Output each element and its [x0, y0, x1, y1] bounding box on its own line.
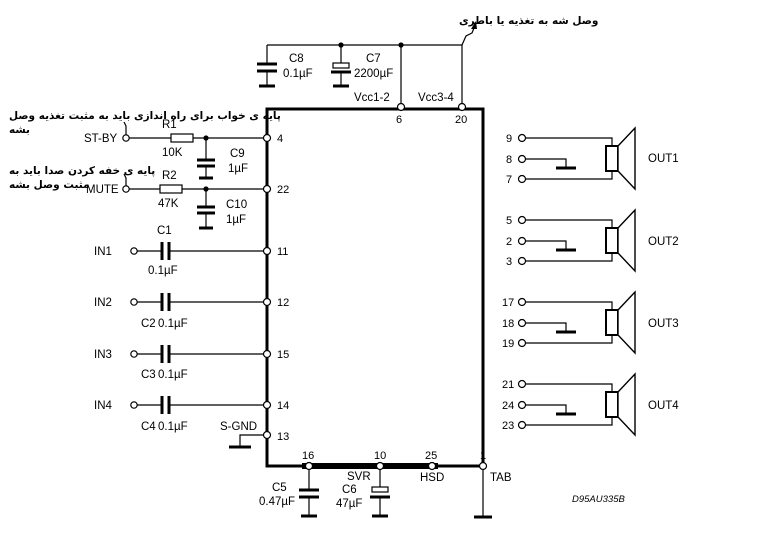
c4-value: 0.1µF — [158, 421, 188, 433]
pin-5: 5 — [506, 215, 512, 227]
speaker-icon — [605, 208, 636, 273]
pin-21: 21 — [502, 379, 514, 391]
c5-name: C5 — [272, 482, 287, 494]
c7-name: C7 — [366, 53, 381, 65]
pin-18: 18 — [502, 318, 514, 330]
pin-19: 19 — [502, 338, 514, 350]
supply-note: وصل شه به تغذیه یا باطری — [459, 15, 598, 27]
pin-1: 1 — [480, 450, 486, 462]
hsd-label: HSD — [420, 472, 444, 484]
stby-label: ST-BY — [84, 133, 118, 145]
r2-value: 47K — [158, 198, 179, 210]
speaker-icon — [605, 290, 636, 355]
input-1 — [130, 242, 272, 260]
out1-label: OUT1 — [648, 153, 679, 165]
c5-value: 0.47µF — [259, 496, 295, 508]
c1-value: 0.1µF — [148, 265, 178, 277]
pin-3: 3 — [506, 256, 512, 268]
c10-value: 1µF — [226, 214, 246, 226]
standby-note-line1: پایه ی خواب برای راه اندازی باید به مثبت… — [9, 110, 281, 122]
tab-ground — [474, 461, 492, 519]
out4-label: OUT4 — [648, 400, 679, 412]
pin-25: 25 — [425, 450, 437, 462]
output-channel-1 — [517, 126, 636, 191]
capacitor-c5 — [299, 461, 319, 518]
sgnd-label: S-GND — [220, 421, 257, 433]
vcc12-label: Vcc1-2 — [354, 92, 390, 104]
pin-2: 2 — [506, 236, 512, 248]
svr-label: SVR — [347, 471, 371, 483]
hsd-pin — [427, 461, 437, 471]
in3-label: IN3 — [94, 349, 112, 361]
c7-value: 2200µF — [354, 68, 393, 80]
input-4 — [130, 396, 272, 414]
drawing-code: D95AU335B — [572, 494, 625, 505]
pin-8: 8 — [506, 154, 512, 166]
input-2 — [130, 293, 272, 311]
pin-17: 17 — [502, 297, 514, 309]
pin-16: 16 — [302, 450, 314, 462]
standby-note-line2: بشه — [9, 124, 30, 136]
pin-13: 13 — [277, 431, 289, 443]
output-channel-3 — [517, 290, 636, 355]
c8-value: 0.1µF — [283, 68, 313, 80]
pin-12: 12 — [277, 297, 289, 309]
in4-label: IN4 — [94, 400, 113, 412]
c9-value: 1µF — [228, 163, 248, 175]
c6-value: 47µF — [336, 498, 362, 510]
out3-label: OUT3 — [648, 318, 679, 330]
r1-value: 10K — [162, 147, 183, 159]
c3-name: C3 — [141, 369, 156, 381]
pin-23: 23 — [502, 420, 514, 432]
in1-label: IN1 — [94, 246, 112, 258]
pin-24: 24 — [502, 400, 514, 412]
c4-name: C4 — [141, 421, 156, 433]
c3-value: 0.1µF — [158, 369, 188, 381]
supply-network — [257, 21, 477, 112]
mute-note-line1: پایه ی خفه کردن صدا باید به — [9, 165, 155, 177]
in2-label: IN2 — [94, 297, 112, 309]
pin-9: 9 — [506, 133, 512, 145]
c2-name: C2 — [141, 318, 156, 330]
capacitor-c7 — [331, 45, 351, 88]
supply-arrow-icon — [461, 21, 477, 46]
c1-name: C1 — [157, 225, 172, 237]
pin-22: 22 — [277, 184, 289, 196]
pin-20: 20 — [455, 114, 467, 126]
standby-network — [122, 121, 272, 180]
capacitor-c8 — [257, 45, 277, 88]
mute-label: MUTE — [86, 184, 119, 196]
pin-10: 10 — [374, 450, 386, 462]
capacitor-c6 — [370, 461, 390, 518]
c8-name: C8 — [289, 53, 304, 65]
signal-ground — [229, 430, 272, 449]
pin-4: 4 — [277, 133, 283, 145]
vcc34-label: Vcc3-4 — [418, 92, 454, 104]
c6-name: C6 — [342, 484, 357, 496]
speaker-icon — [605, 126, 636, 191]
pin-15: 15 — [277, 349, 289, 361]
pin-6: 6 — [396, 114, 402, 126]
pin-11: 11 — [277, 246, 288, 258]
c9-name: C9 — [230, 148, 245, 160]
r2-name: R2 — [162, 170, 177, 182]
tab-label: TAB — [490, 472, 512, 484]
pin-7: 7 — [506, 174, 512, 186]
mute-network — [122, 173, 272, 230]
r1-name: R1 — [162, 119, 177, 131]
c2-value: 0.1µF — [158, 318, 188, 330]
input-3 — [130, 345, 272, 363]
output-channel-2 — [517, 208, 636, 273]
pin-14: 14 — [277, 400, 289, 412]
mute-note-line2: مثبت وصل بشه — [9, 179, 90, 191]
ic-body — [265, 107, 485, 468]
output-channel-4 — [517, 372, 636, 437]
out2-label: OUT2 — [648, 236, 679, 248]
speaker-icon — [605, 372, 636, 437]
c10-name: C10 — [226, 199, 247, 211]
